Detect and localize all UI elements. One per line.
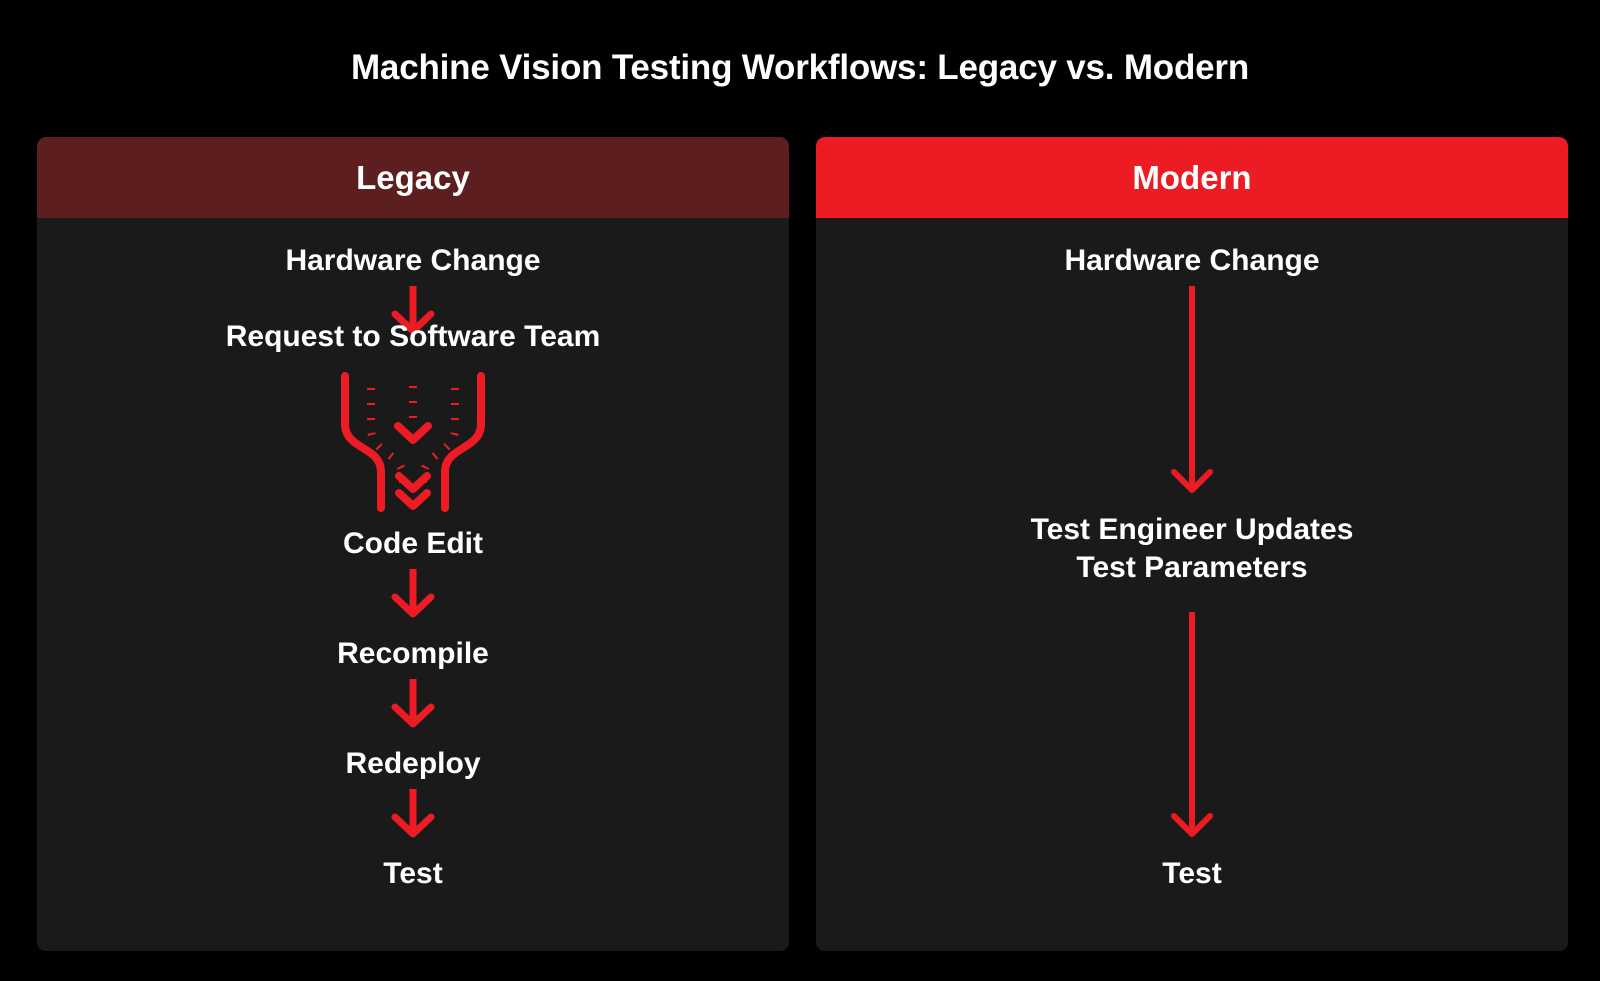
modern-step-test: Test [1162,857,1222,890]
legacy-panel: Legacy Hardware Change Request to Softwa… [37,137,789,951]
modern-step-test-engineer-updates: Test Engineer Updates Test Parameters [1030,513,1354,585]
workflow-columns: Legacy Hardware Change Request to Softwa… [37,137,1568,951]
modern-panel: Modern Hardware Change Test Engineer Upd… [816,137,1568,951]
legacy-step-request-to-software-team: Request to Software Team [225,320,601,353]
page-title: Machine Vision Testing Workflows: Legacy… [350,48,1250,87]
modern-panel-header: Modern [816,137,1568,218]
modern-arrow-2 [816,610,1568,838]
modern-arrow-1 [816,284,1568,494]
legacy-step-code-edit: Code Edit [343,527,483,560]
legacy-arrow-4 [37,787,789,838]
modern-step-hardware-change: Hardware Change [1064,244,1320,277]
legacy-arrow-2 [37,567,789,618]
legacy-flow: Hardware Change Request to Software Team [37,218,789,951]
legacy-arrow-3 [37,677,789,728]
legacy-step-test: Test [383,857,443,890]
legacy-panel-header: Legacy [37,137,789,218]
legacy-step-hardware-change: Hardware Change [285,244,541,277]
legacy-delay-merge-icon [37,372,789,512]
legacy-step-recompile: Recompile [337,637,489,670]
modern-flow: Hardware Change Test Engineer Updates Te… [816,218,1568,951]
legacy-step-redeploy: Redeploy [345,747,481,780]
